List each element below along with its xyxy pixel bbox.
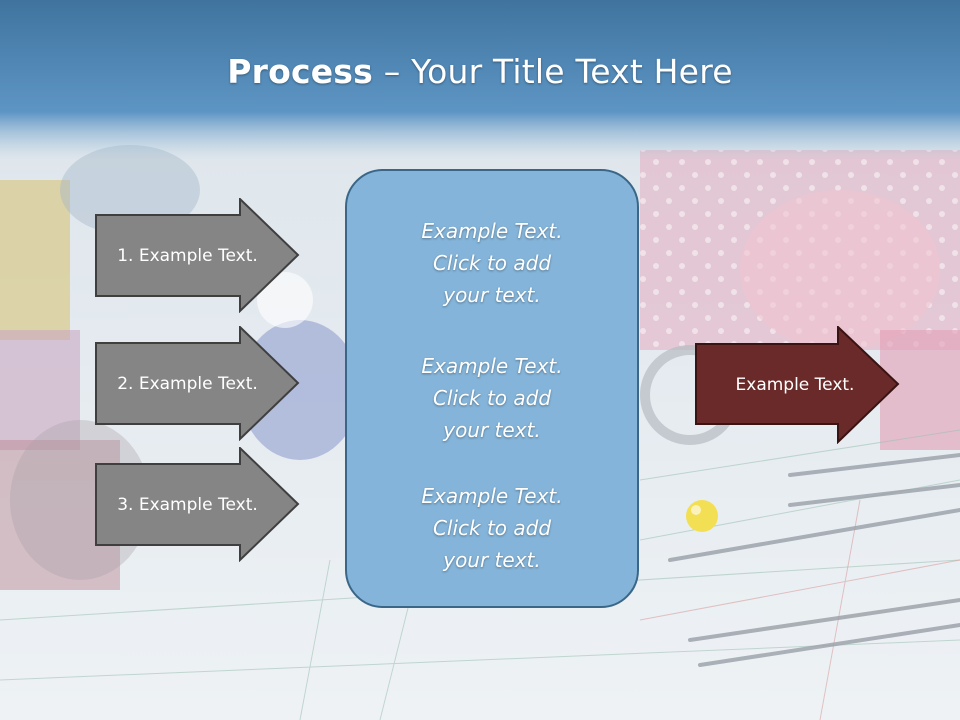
text-line: Example Text.: [421, 219, 563, 243]
text-line: Click to add: [432, 386, 552, 410]
title-bold: Process: [227, 52, 373, 91]
left-arrow-label: 1. Example Text.: [117, 245, 258, 266]
left-arrow-1[interactable]: 1. Example Text.: [95, 198, 300, 313]
left-arrow-2[interactable]: 2. Example Text.: [95, 326, 300, 441]
text-line: Example Text.: [421, 484, 563, 508]
right-arrow-label: Example Text.: [735, 375, 855, 395]
text-line: your text.: [443, 548, 541, 572]
left-arrow-label: 3. Example Text.: [117, 494, 258, 515]
text-block-1: Example Text. Click to add your text.: [347, 215, 637, 311]
slide-title: Process – Your Title Text Here: [0, 52, 960, 91]
text-line: your text.: [443, 283, 541, 307]
title-separator: –: [373, 52, 412, 91]
text-line: Example Text.: [421, 354, 563, 378]
text-line: your text.: [443, 418, 541, 442]
center-text-box[interactable]: Example Text. Click to add your text. Ex…: [345, 169, 639, 608]
arrow-shape: [95, 198, 300, 313]
arrow-shape: [695, 326, 900, 444]
title-rest: Your Title Text Here: [411, 52, 733, 91]
text-block-2: Example Text. Click to add your text.: [347, 350, 637, 446]
left-arrow-3[interactable]: 3. Example Text.: [95, 447, 300, 562]
arrow-shape: [95, 326, 300, 441]
arrow-shape: [95, 447, 300, 562]
text-line: Click to add: [432, 516, 552, 540]
text-block-3: Example Text. Click to add your text.: [347, 480, 637, 576]
text-line: Click to add: [432, 251, 552, 275]
left-arrow-label: 2. Example Text.: [117, 373, 258, 394]
right-arrow[interactable]: Example Text.: [695, 326, 900, 444]
